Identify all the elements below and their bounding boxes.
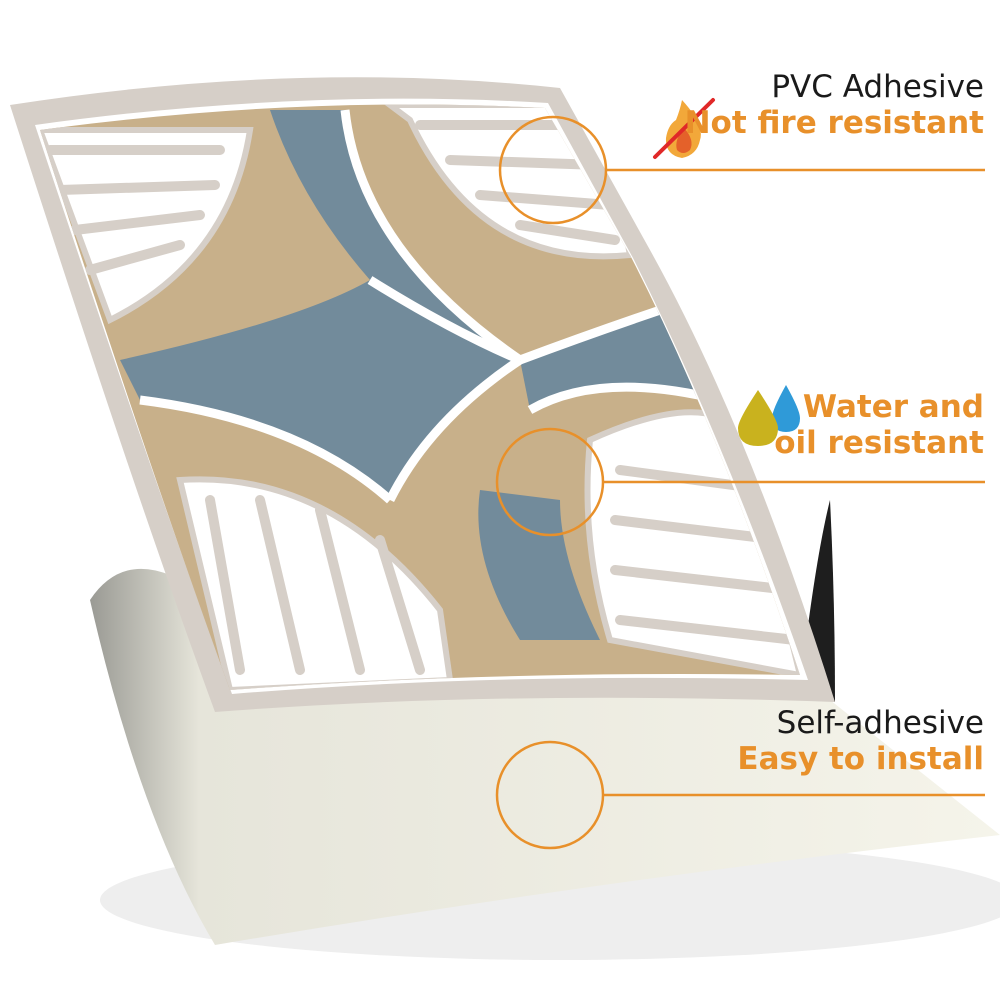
water-oil-drops-icon <box>738 385 800 446</box>
callout-adhesive <box>495 740 985 850</box>
no-fire-icon <box>653 98 715 159</box>
feature-subtitle: Not fire resistant <box>684 104 984 141</box>
feature-title: Water and <box>802 389 984 425</box>
feature-water: Water and oil resistant <box>774 389 984 461</box>
backing-paper <box>90 568 1000 945</box>
feature-self-adhesive: Self-adhesive Easy to install <box>737 705 984 777</box>
feature-title: Self-adhesive <box>776 705 984 741</box>
feature-pvc: PVC Adhesive Not fire resistant <box>684 69 984 141</box>
callout-water <box>495 427 985 537</box>
feature-subtitle: Easy to install <box>737 740 984 777</box>
feature-subtitle: oil resistant <box>774 424 984 461</box>
feature-title: PVC Adhesive <box>771 69 984 105</box>
callout-fire <box>498 115 985 225</box>
